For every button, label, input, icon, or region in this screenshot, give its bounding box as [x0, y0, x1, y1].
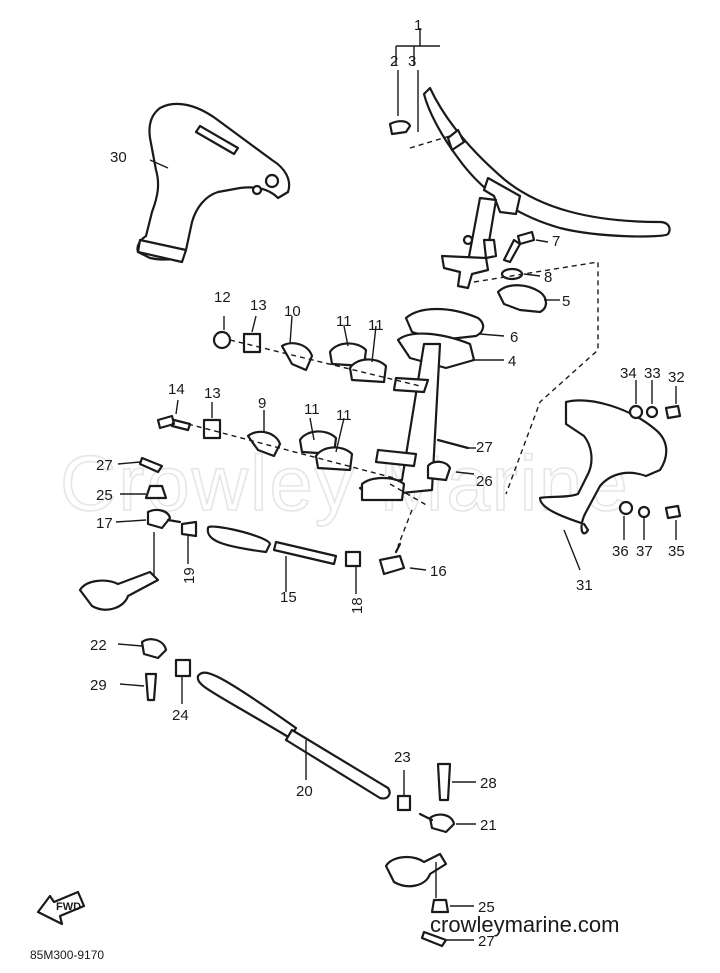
callout-23: 23: [394, 749, 411, 766]
callout-32: 32: [668, 369, 685, 386]
callout-20: 20: [296, 783, 313, 800]
callout-25a: 25: [96, 487, 113, 504]
callout-1: 1: [414, 17, 422, 34]
nut-36: [618, 500, 634, 516]
boot-19: [180, 520, 198, 538]
callout-2: 2: [390, 53, 398, 70]
callout-18: 18: [349, 597, 366, 614]
pedestal-bracket-31: [538, 399, 668, 535]
callout-12: 12: [214, 289, 231, 306]
callout-34: 34: [620, 365, 637, 382]
callout-27a: 27: [96, 457, 113, 474]
collar-13a: [242, 332, 262, 354]
bolt-29: [144, 672, 158, 702]
fwd-label: FWD: [56, 901, 81, 913]
callout-8: 8: [544, 269, 552, 286]
callout-30: 30: [110, 149, 127, 166]
bolt-35: [664, 504, 682, 520]
callout-19: 19: [181, 567, 198, 584]
ball-joint-17: [146, 508, 182, 530]
callout-25b: 25: [478, 899, 495, 916]
callout-29: 29: [90, 677, 107, 694]
callout-31: 31: [576, 577, 593, 594]
boot-18: [344, 550, 362, 568]
nut-25a: [144, 484, 168, 500]
callout-13b: 13: [204, 385, 221, 402]
callout-36: 36: [612, 543, 629, 560]
boot-24: [174, 658, 192, 678]
cotter-pin-27c: [420, 930, 448, 948]
callout-9: 9: [258, 395, 266, 412]
lower-lever: [384, 852, 448, 888]
cotter-pin-27a: [138, 456, 164, 474]
callout-labels: 1 2 3 30 7 8 5 6 4 12 13 10 11 11 14 13 …: [90, 17, 685, 950]
bushing-11b: [348, 358, 388, 384]
bolt-7: [502, 230, 536, 264]
callout-4: 4: [508, 353, 516, 370]
ball-joint-16: [378, 542, 406, 576]
pin-27b: [436, 438, 470, 450]
upper-holder-6: [404, 308, 485, 342]
callout-14: 14: [168, 381, 185, 398]
callout-11c: 11: [304, 401, 320, 418]
callout-28: 28: [480, 775, 497, 792]
callout-26: 26: [476, 473, 493, 490]
callout-17: 17: [96, 515, 113, 532]
leader-lines: [115, 28, 677, 941]
callout-13a: 13: [250, 297, 267, 314]
bolt-32: [664, 404, 682, 420]
callout-24: 24: [172, 707, 189, 724]
rod-15b: [272, 540, 338, 566]
steering-column: [358, 342, 442, 502]
handle-grip-cover: [136, 102, 291, 264]
callout-16: 16: [430, 563, 447, 580]
callout-22: 22: [90, 637, 107, 654]
nut-34: [628, 404, 644, 420]
callout-3: 3: [408, 53, 416, 70]
site-url: crowleymarine.com: [430, 912, 620, 937]
callout-15: 15: [280, 589, 297, 606]
washer-33: [645, 405, 659, 419]
collar-13b: [202, 418, 222, 440]
bushing-9: [246, 430, 282, 458]
steering-lever: [78, 570, 160, 611]
handlebar-assembly: [422, 86, 671, 290]
bushing-11d: [314, 446, 354, 472]
nut-12: [212, 330, 232, 350]
clamp-5: [496, 284, 548, 314]
callout-6: 6: [510, 329, 518, 346]
bolt-14: [156, 414, 192, 432]
callout-11a: 11: [336, 313, 352, 330]
callout-11b: 11: [368, 317, 384, 334]
callout-11d: 11: [336, 407, 352, 424]
forward-arrow-icon: FWD: [36, 890, 86, 926]
callout-27c: 27: [478, 933, 495, 950]
rod-20a: [196, 671, 298, 740]
callout-27b: 27: [476, 439, 493, 456]
rod-20b: [284, 728, 391, 800]
callout-7: 7: [552, 233, 560, 250]
grip-end-cap: [388, 120, 412, 136]
diagram-code: 85M300-9170: [30, 948, 105, 962]
ball-joint-21: [418, 812, 456, 834]
callout-35: 35: [668, 543, 685, 560]
callout-33: 33: [644, 365, 661, 382]
bushing-10: [280, 342, 314, 372]
bolt-28: [436, 762, 452, 802]
cap-26: [426, 460, 452, 482]
callout-5: 5: [562, 293, 570, 310]
boot-23: [396, 794, 412, 812]
nut-25b: [430, 898, 450, 914]
washer-37: [637, 505, 651, 519]
ball-joint-22: [140, 638, 168, 660]
rod-15a: [206, 525, 272, 554]
callout-10: 10: [284, 303, 301, 320]
callout-37: 37: [636, 543, 653, 560]
callout-21: 21: [480, 817, 497, 834]
